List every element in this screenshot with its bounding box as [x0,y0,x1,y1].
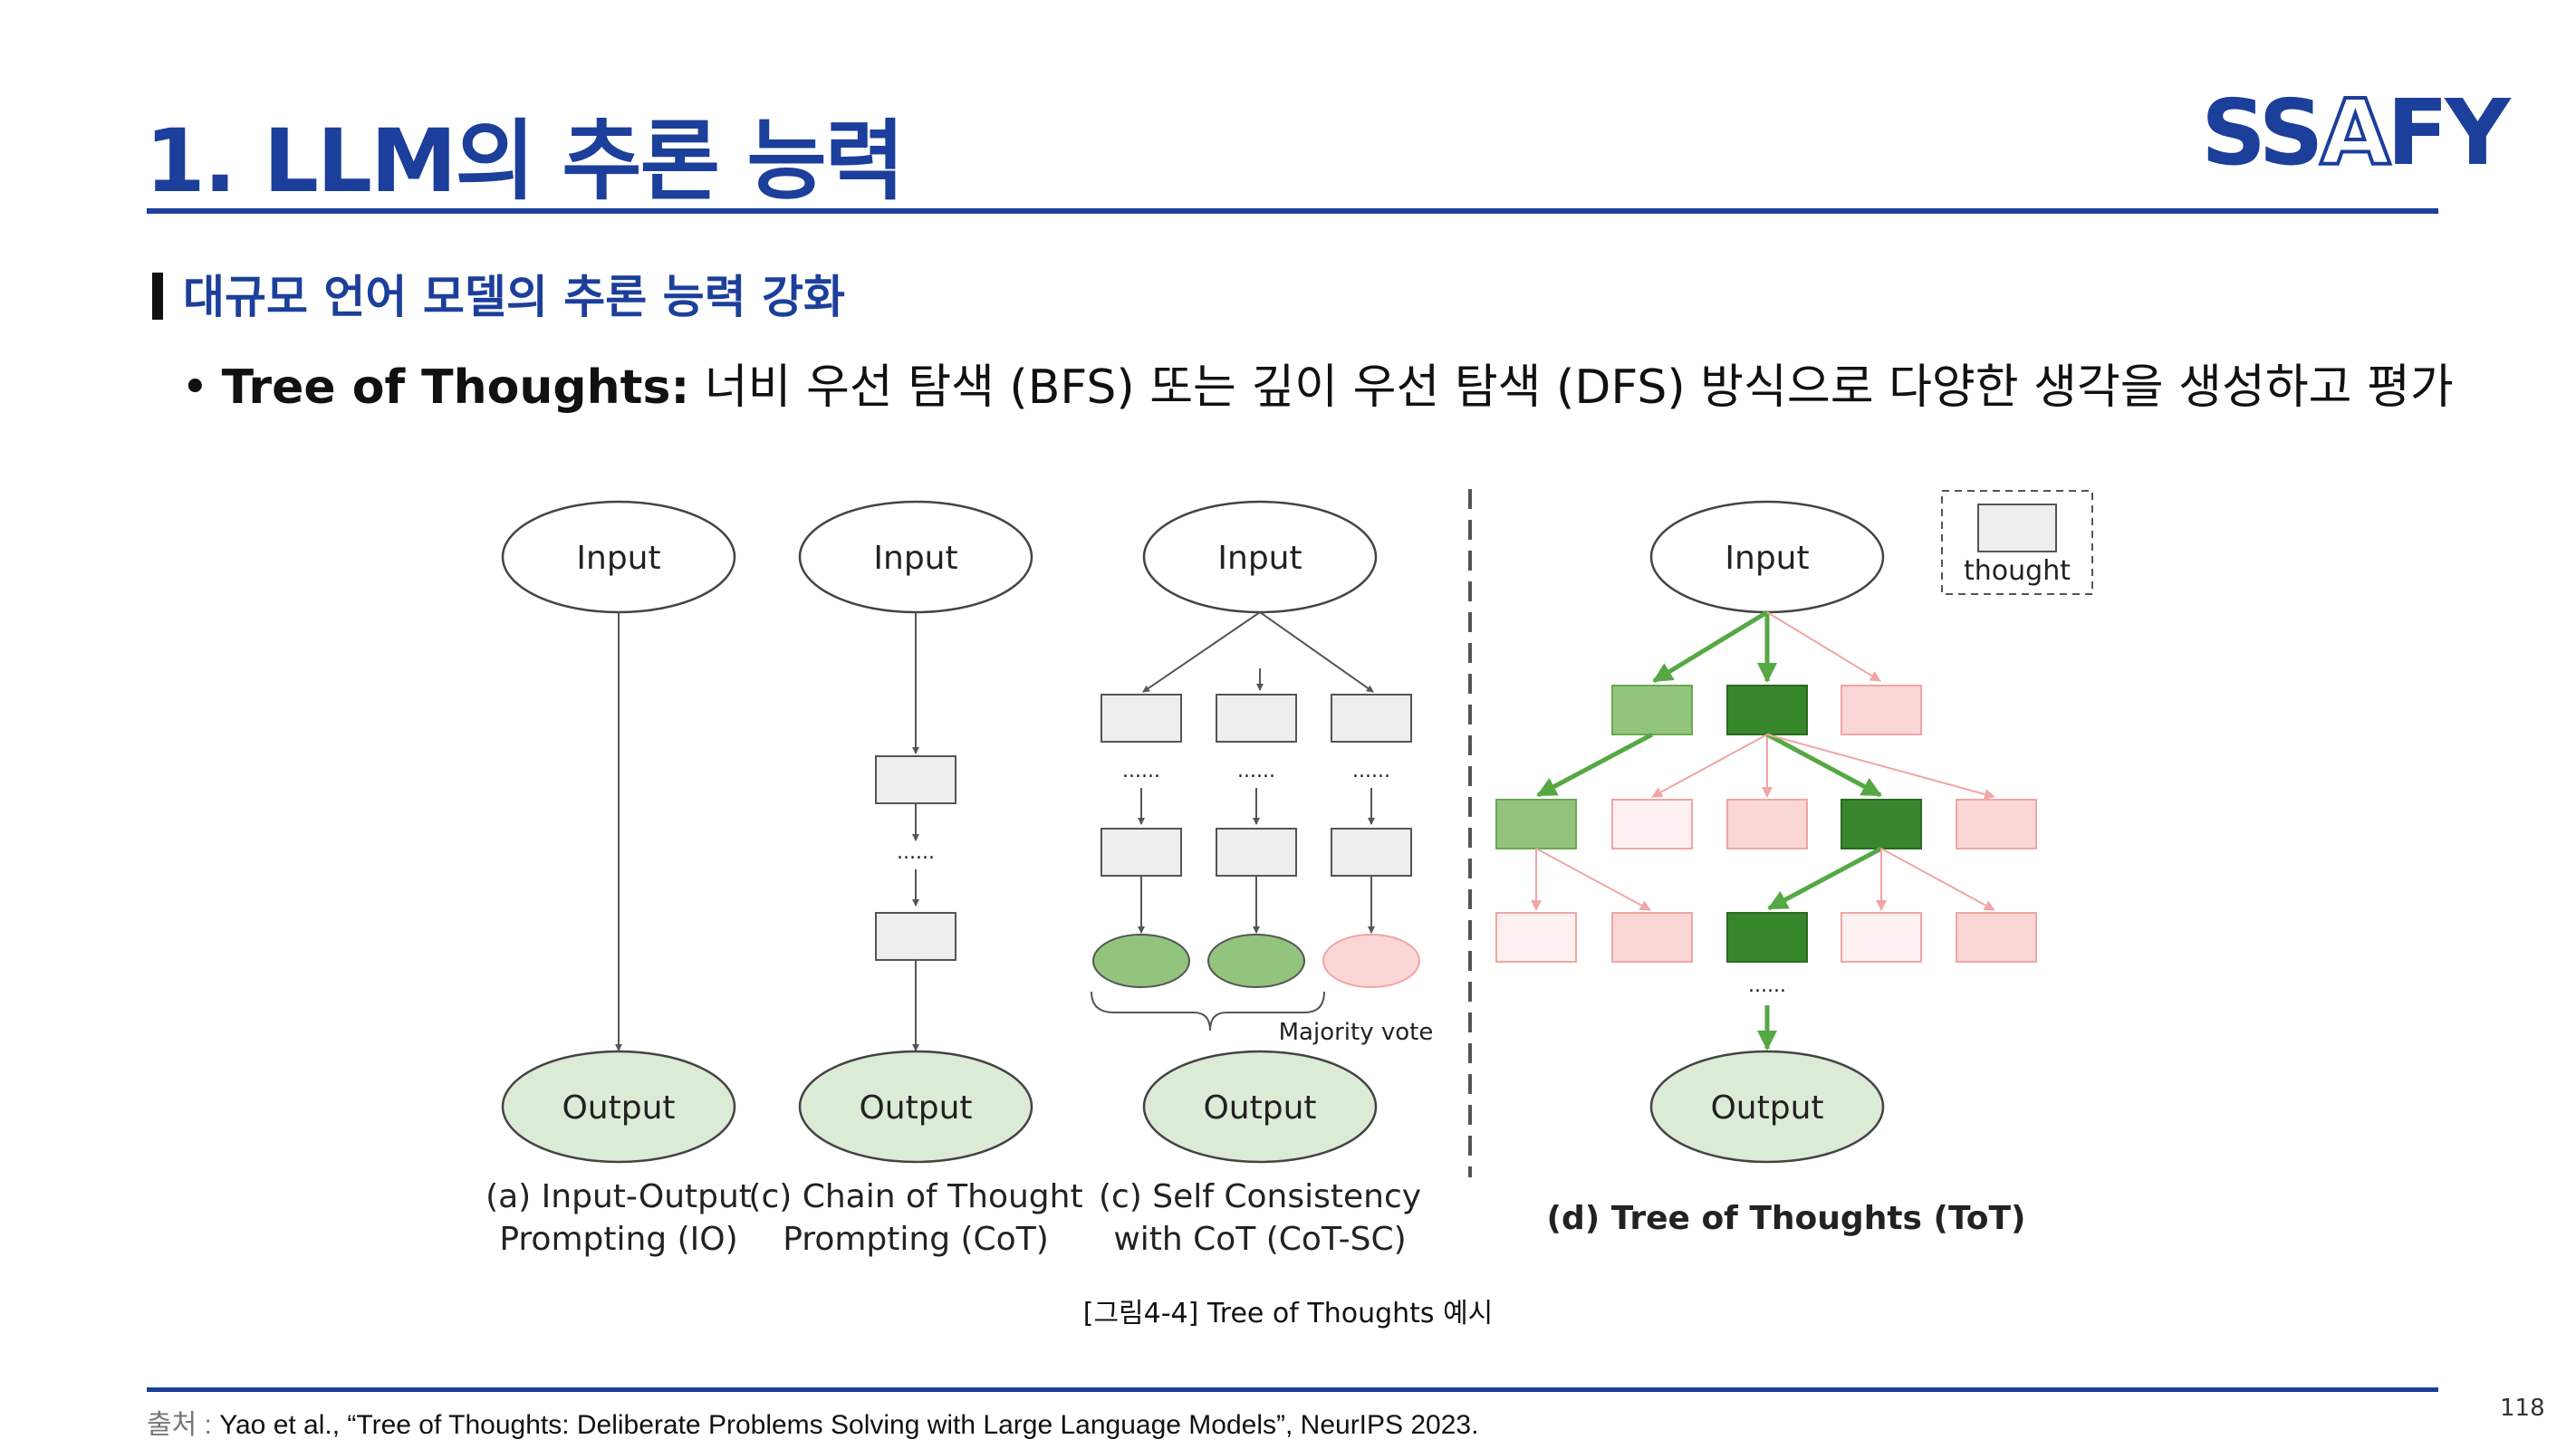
edge-d-3 [1766,611,1881,682]
answer-c-1 [1092,934,1190,988]
input-label-a: Input [576,540,660,577]
panel-c-caption-1: (c) Self Consistency [1099,1178,1421,1215]
legend-thought-swatch [1977,504,2057,552]
thought-c-1a [1101,694,1182,743]
tot-node-2-2 [1611,799,1693,849]
answer-c-3 [1322,934,1420,988]
edge-d-11 [1767,846,1883,911]
tot-node-3-5 [1956,912,2037,963]
input-label-c: Input [1217,540,1302,577]
section-heading-text: 대규모 언어 모델의 추론 능력 강화 [183,271,846,323]
thought-c-3a [1331,694,1412,743]
output-node-b [798,1050,1033,1164]
ssafy-logo: SSAFY [2201,78,2511,187]
output-label-c: Output [1203,1089,1316,1127]
legend-thought-label: thought [1964,555,2071,587]
panel-d: Input thought [1495,490,2093,1237]
output-node-d [1649,1050,1885,1164]
ellipsis-c-3: ...... [1352,760,1390,782]
tot-node-3-1 [1495,912,1577,963]
logo-part-ss: SS [2201,80,2324,186]
panel-a-caption-2: Prompting (IO) [499,1221,737,1258]
panel-c: Input ...... ...... ...... Majority vote [1091,500,1434,1258]
arrow-c-fan-1 [1142,611,1261,693]
input-label-b: Input [873,540,957,577]
arrow-c-fan-3 [1259,611,1374,693]
majority-brace [1091,991,1325,1032]
source-label: 출처 : [147,1410,220,1440]
logo-part-fy: FY [2386,80,2511,186]
majority-vote-label: Majority vote [1279,1019,1434,1046]
edge-d-5 [1651,734,1768,798]
edge-d-4 [1536,732,1654,798]
tot-node-2-1 [1495,799,1577,849]
bullet-dot: • [181,360,209,415]
source-text: Yao et al., “Tree of Thoughts: Deliberat… [219,1410,1479,1440]
input-label-d: Input [1725,540,1809,577]
header-divider [147,208,2438,214]
ellipsis-b: ...... [897,841,935,864]
panel-a: Input Output (a) Input-Output Prompting … [485,500,752,1258]
logo-part-a: A [2319,78,2392,187]
output-node-c [1142,1050,1378,1164]
edge-d-10 [1535,848,1651,911]
output-node-a [501,1050,736,1164]
tot-node-2-5 [1956,799,2037,849]
footer-divider [147,1387,2438,1392]
section-heading: 대규모 언어 모델의 추론 능력 강화 [152,261,845,326]
thought-c-2a [1216,694,1297,743]
thought-c-2b [1216,828,1297,877]
figure-caption: [그림4-4] Tree of Thoughts 예시 [1082,1298,1494,1329]
tot-node-2-3 [1726,799,1808,849]
page-title: 1. LLM의 추론 능력 [145,110,905,212]
tot-node-1-2 [1726,685,1808,735]
bullet-term: Tree of Thoughts: [221,360,690,415]
bullet-item: •Tree of Thoughts: 너비 우선 탐색 (BFS) 또는 깊이 … [181,349,2454,417]
tot-node-3-3 [1726,912,1808,963]
edge-d-13 [1880,848,1995,911]
panel-d-caption: (d) Tree of Thoughts (ToT) [1547,1200,2026,1237]
tot-node-1-3 [1841,685,1922,735]
section-marker [152,273,163,320]
thought-b-1 [875,755,956,804]
tot-node-2-4 [1841,799,1922,849]
panel-b: Input ...... Output (c) Chain of Thought… [748,500,1083,1258]
tot-node-1-1 [1611,685,1693,735]
panel-a-caption-1: (a) Input-Output [485,1178,752,1215]
output-label-d: Output [1710,1089,1823,1127]
panel-b-caption-2: Prompting (CoT) [783,1221,1049,1258]
tot-node-3-4 [1841,912,1922,963]
ellipsis-d: ...... [1748,974,1786,997]
edge-d-7 [1765,732,1882,798]
answer-c-2 [1207,934,1305,988]
tot-node-3-2 [1611,912,1693,963]
thought-c-3b [1331,828,1412,877]
ellipsis-c-2: ...... [1237,760,1275,782]
bullet-text: 너비 우선 탐색 (BFS) 또는 깊이 우선 탐색 (DFS) 방식으로 다양… [689,360,2454,415]
output-label-a: Output [562,1089,675,1127]
thought-b-2 [875,912,956,961]
edge-d-1 [1652,609,1769,684]
panel-c-caption-2: with CoT (CoT-SC) [1113,1221,1406,1258]
edge-d-8 [1766,734,1995,800]
page-number: 118 [2500,1395,2545,1422]
ellipsis-c-1: ...... [1122,760,1160,782]
panel-b-caption-1: (c) Chain of Thought [748,1178,1082,1215]
source-citation: 출처 : Yao et al., “Tree of Thoughts: Deli… [147,1402,1478,1442]
output-label-b: Output [859,1089,972,1127]
thought-c-1b [1101,828,1182,877]
